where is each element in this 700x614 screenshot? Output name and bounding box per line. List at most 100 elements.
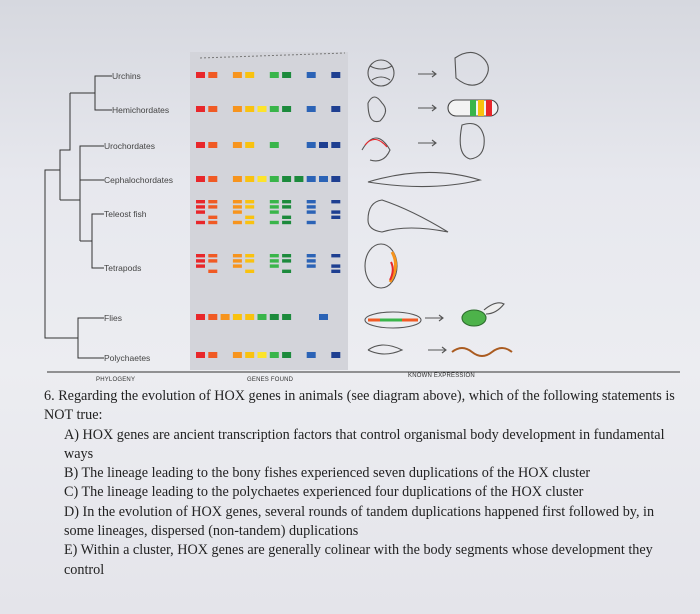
- hox-gene-block: [232, 220, 242, 225]
- hox-gene-block: [232, 142, 242, 148]
- hox-gene-block: [269, 176, 279, 182]
- taxon-urochordates: Urochordates: [104, 141, 156, 151]
- hox-gene-block: [196, 254, 205, 258]
- hox-gene-block: [331, 106, 341, 112]
- hox-gene-block: [208, 352, 218, 358]
- hox-gene-block: [269, 220, 279, 225]
- hox-gene-block: [331, 200, 341, 204]
- hox-gene-block: [208, 215, 218, 219]
- taxon-urchins: Urchins: [112, 71, 141, 81]
- hox-gene-block: [282, 352, 292, 358]
- hox-gene-block: [232, 106, 242, 112]
- hox-gene-block: [245, 352, 255, 358]
- hox-gene-block: [306, 352, 316, 358]
- polychaete-larva-icon: [367, 344, 404, 355]
- hox-gene-block: [319, 176, 328, 182]
- hox-gene-block: [196, 259, 205, 263]
- hox-gene-block: [220, 314, 230, 320]
- hox-gene-block: [331, 269, 341, 273]
- hox-gene-block: [269, 314, 279, 320]
- hox-gene-block: [196, 72, 205, 78]
- hox-gene-block: [269, 200, 279, 204]
- hox-gene-block: [282, 269, 292, 273]
- option-d: D) In the evolution of HOX genes, severa…: [64, 503, 655, 540]
- hox-gene-block: [282, 314, 292, 320]
- hox-gene-block: [319, 314, 328, 320]
- hox-gene-block: [196, 264, 205, 268]
- hox-gene-block: [269, 264, 279, 268]
- hox-gene-block: [245, 200, 255, 204]
- hox-gene-block: [269, 259, 279, 263]
- hox-gene-block: [282, 176, 292, 182]
- hox-gene-block: [232, 264, 242, 268]
- hox-gene-block: [269, 254, 279, 258]
- hox-gene-block: [196, 220, 205, 225]
- hox-gene-block: [245, 205, 255, 209]
- fly-embryo-icon: [364, 311, 422, 329]
- hox-gene-block: [208, 142, 218, 148]
- taxon-hemichordates: Hemichordates: [112, 105, 170, 115]
- hox-gene-block: [331, 142, 341, 148]
- fly-adult-icon: [461, 309, 487, 327]
- hox-gene-block: [306, 205, 316, 209]
- hox-gene-block: [245, 215, 255, 219]
- hox-gene-block: [232, 352, 242, 358]
- hox-gene-block: [306, 142, 316, 148]
- hox-gene-block: [208, 254, 218, 258]
- hox-gene-block: [269, 352, 279, 358]
- hox-gene-block: [208, 205, 218, 209]
- hox-gene-block: [196, 314, 205, 320]
- hox-gene-block: [245, 269, 255, 273]
- taxon-teleost-fish: Teleost fish: [104, 209, 147, 219]
- hox-gene-block: [232, 200, 242, 204]
- hox-gene-block: [331, 176, 341, 182]
- hox-gene-block: [269, 205, 279, 209]
- footer-known-expression: KNOWN EXPRESSION: [408, 373, 475, 379]
- hox-gene-block: [208, 72, 218, 78]
- hox-gene-block: [232, 210, 242, 214]
- genes-found-panel: [190, 52, 348, 370]
- amphioxus-icon: [367, 171, 483, 188]
- known-expression-panel: [361, 51, 513, 357]
- question-stem: 6. Regarding the evolution of HOX genes …: [44, 388, 675, 424]
- hox-gene-block: [196, 352, 205, 358]
- hox-gene-block: [245, 72, 255, 78]
- option-c: C) The lineage leading to the polychaete…: [64, 484, 584, 501]
- hox-gene-block: [306, 106, 316, 112]
- hox-gene-block: [319, 142, 328, 148]
- hemichordate-larva-icon: [367, 96, 387, 123]
- fish-embryo-icon: [367, 199, 449, 233]
- hox-gene-block: [282, 106, 292, 112]
- phylogeny-tree: [44, 75, 112, 359]
- hox-gene-block: [306, 259, 316, 263]
- footer-phylogeny: PHYLOGENY: [96, 377, 136, 383]
- hox-gene-block: [232, 176, 242, 182]
- hox-gene-block: [257, 314, 267, 320]
- hox-gene-block: [196, 106, 205, 112]
- hox-gene-block: [306, 210, 316, 214]
- hox-gene-block: [196, 210, 205, 214]
- urochordate-adult-icon: [459, 122, 485, 160]
- hox-gene-block: [294, 176, 304, 182]
- hox-gene-block: [232, 254, 242, 258]
- polychaete-adult-icon: [451, 347, 513, 357]
- hox-gene-block: [245, 259, 255, 263]
- hox-gene-block: [282, 200, 292, 204]
- hox-gene-block: [245, 314, 255, 320]
- hox-gene-block: [306, 220, 316, 225]
- option-a: A) HOX genes are ancient transcription f…: [64, 426, 665, 462]
- option-b: B) The lineage leading to the bony fishe…: [64, 465, 591, 482]
- hox-gene-block: [331, 210, 341, 214]
- hox-gene-block: [245, 220, 255, 225]
- hox-gene-block: [196, 142, 205, 148]
- hox-gene-block: [196, 205, 205, 209]
- hox-gene-block: [331, 264, 341, 268]
- question-block: 6. Regarding the evolution of HOX genes …: [44, 387, 684, 580]
- taxon-cephalochordates: Cephalochordates: [104, 175, 173, 185]
- hox-gene-block: [257, 352, 267, 358]
- hox-gene-block: [282, 254, 292, 258]
- hox-gene-block: [208, 269, 218, 273]
- hox-gene-block: [306, 200, 316, 204]
- hox-figure: Urchins Hemichordates Urochordates Cepha…: [44, 51, 680, 383]
- hox-gene-block: [196, 176, 205, 182]
